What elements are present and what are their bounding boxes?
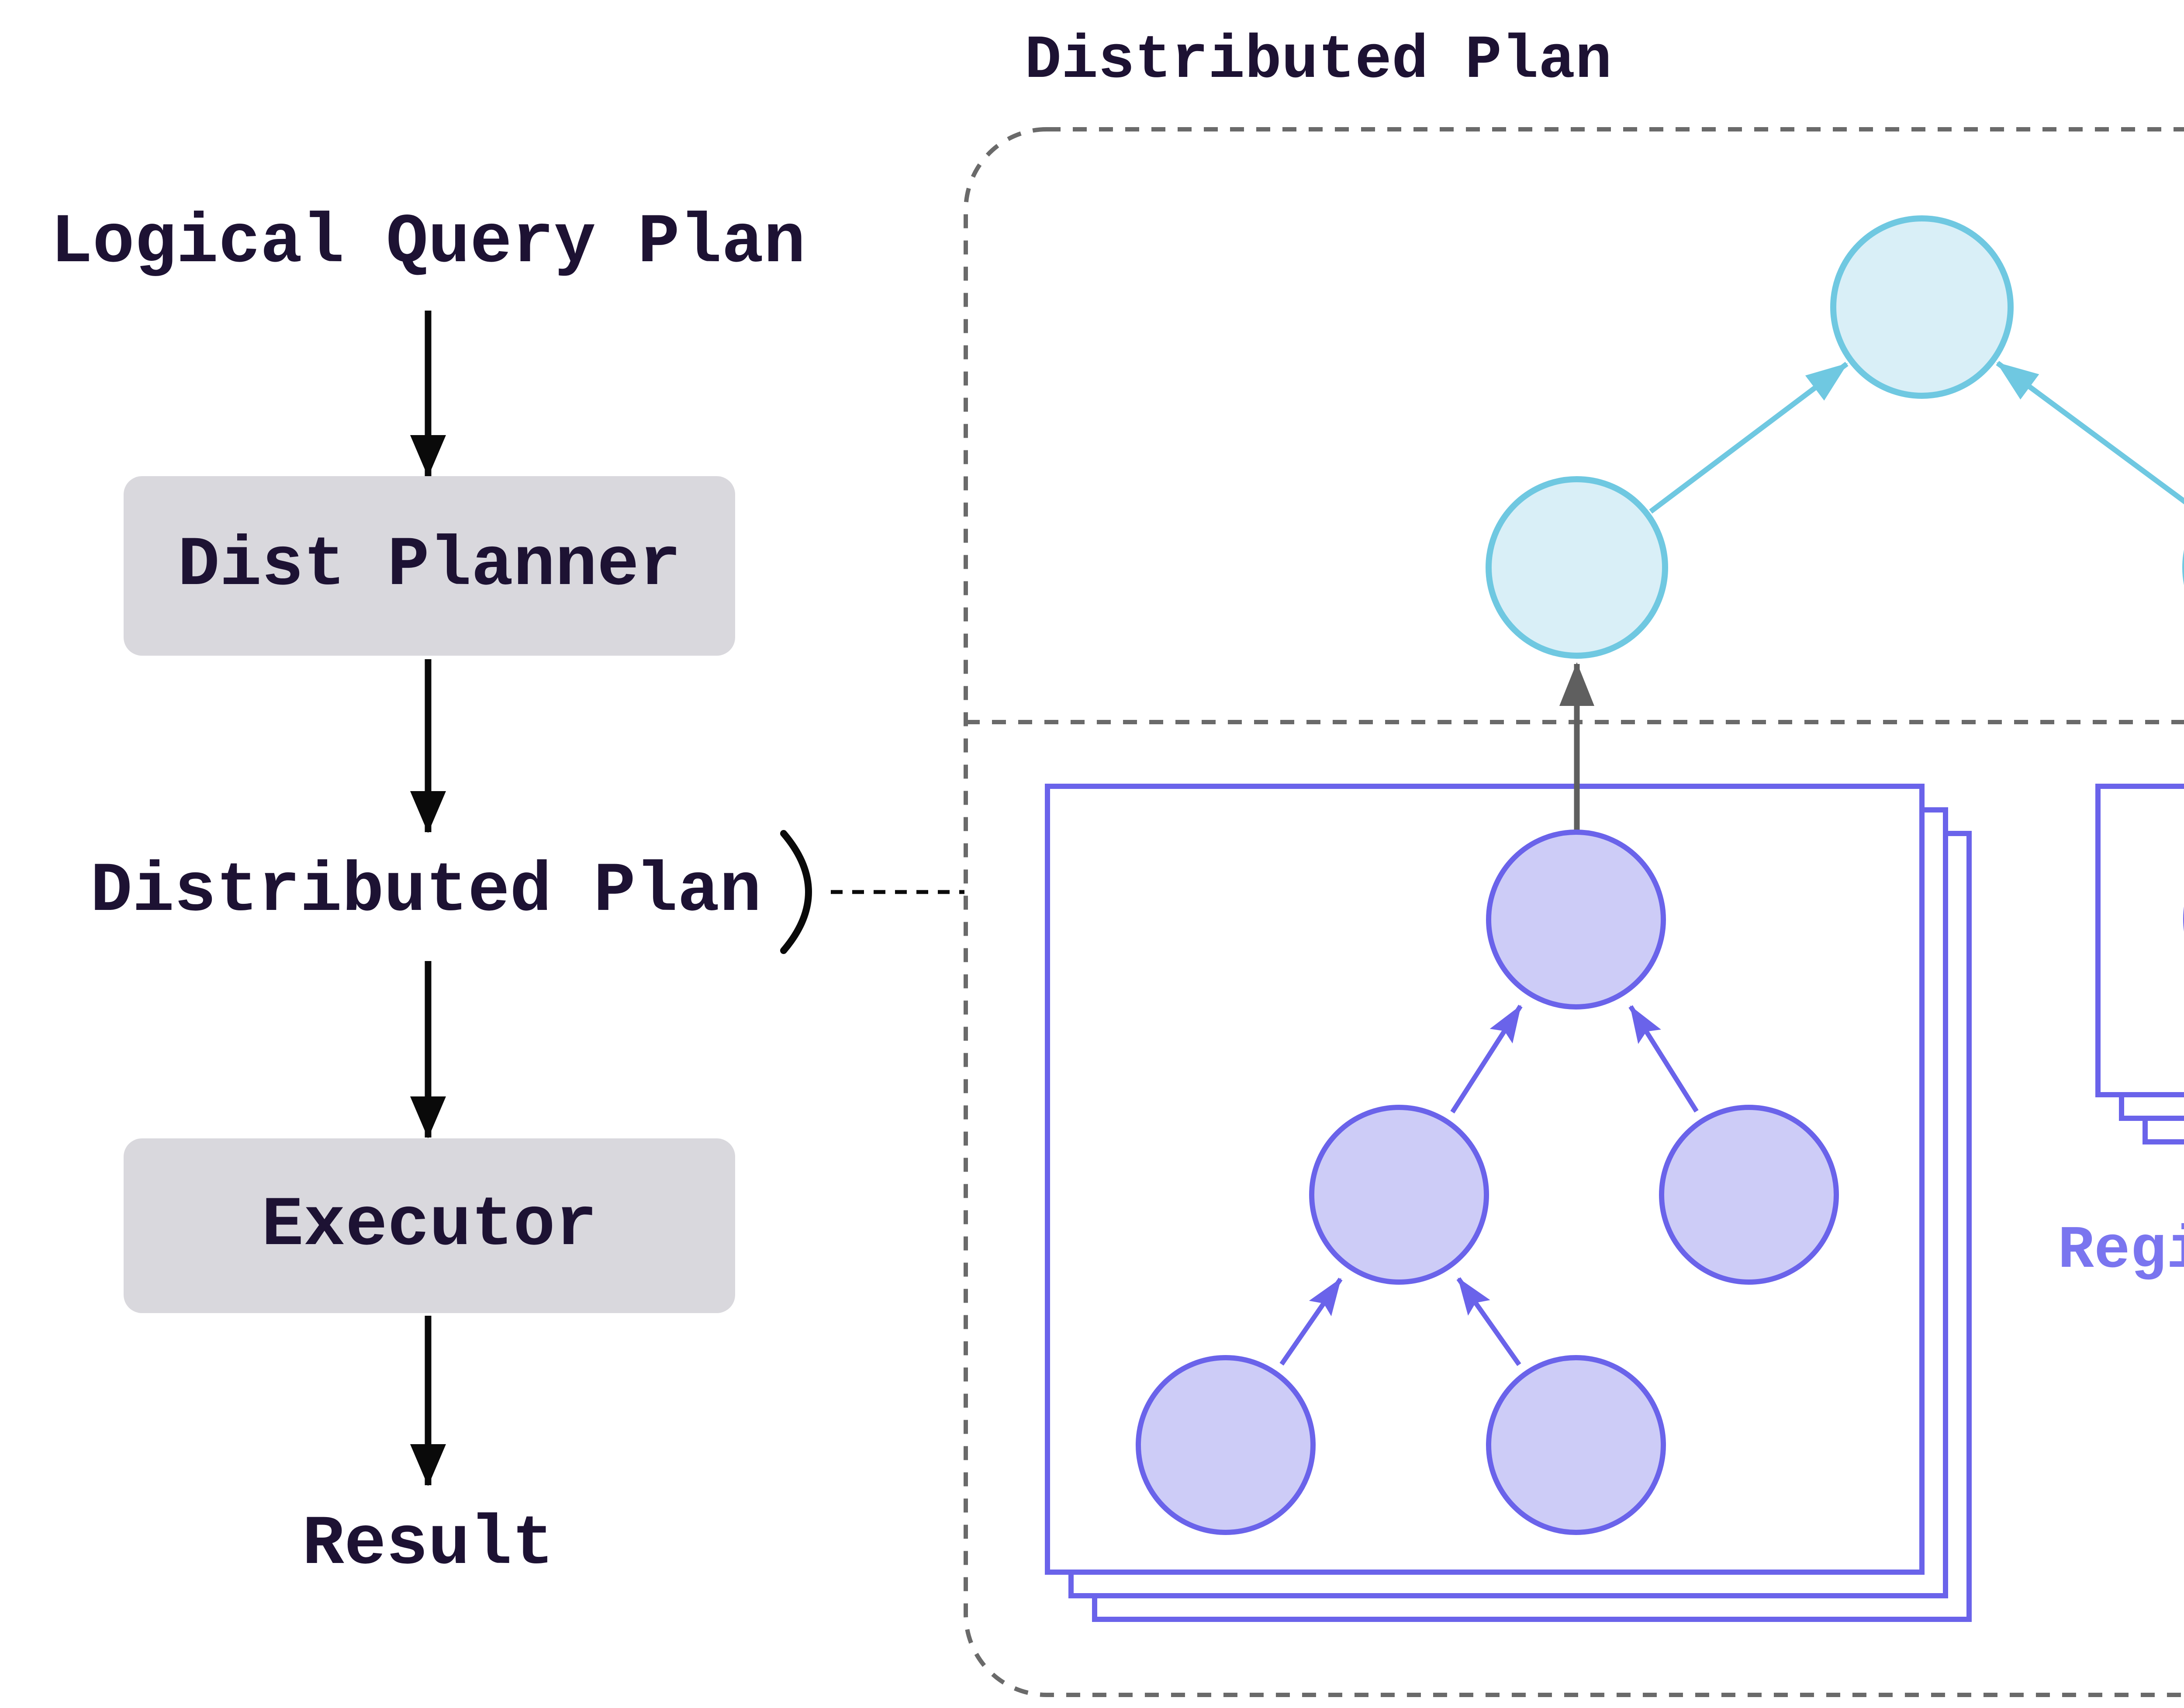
distributed-plan-label: Distributed Plan — [90, 852, 762, 931]
dist-planner-label: Dist Planner — [177, 526, 681, 605]
frontend-edge-right — [1996, 361, 2184, 505]
distributed-plan-panel-border — [964, 127, 2184, 1697]
datanode-edge-bottomright-to-mid — [1456, 1277, 1521, 1366]
datanode-edge-midright-to-top — [1628, 1005, 1699, 1113]
datanode-tree-bottom-left-node — [1136, 1355, 1316, 1535]
executor-label: Executor — [261, 1186, 598, 1265]
datanode-tree-mid-left-node — [1309, 1105, 1489, 1285]
frontend-edge-left — [1649, 362, 1849, 514]
datanode-edge-midleft-to-top — [1450, 1005, 1523, 1113]
plan-bracket — [780, 830, 812, 954]
dist-planner-box: Dist Planner — [124, 476, 735, 656]
executor-box: Executor — [124, 1138, 735, 1313]
logical-query-plan-label: Logical Query Plan — [50, 204, 806, 283]
datanode-tree-mid-right-node — [1659, 1105, 1839, 1285]
right-region-sheet-1 — [2095, 784, 2184, 1097]
datanode-tree-bottom-right-node — [1486, 1355, 1666, 1535]
frontend-left-node — [1486, 476, 1668, 659]
distributed-plan-panel-title: Distributed Plan — [1024, 26, 1612, 96]
regions-label: Regions — [2058, 1217, 2184, 1285]
frontend-root-node — [1830, 215, 2014, 399]
result-label: Result — [302, 1505, 554, 1584]
datanode-tree-top-node — [1486, 830, 1666, 1010]
datanode-edge-bottomleft-to-mid — [1279, 1277, 1343, 1366]
